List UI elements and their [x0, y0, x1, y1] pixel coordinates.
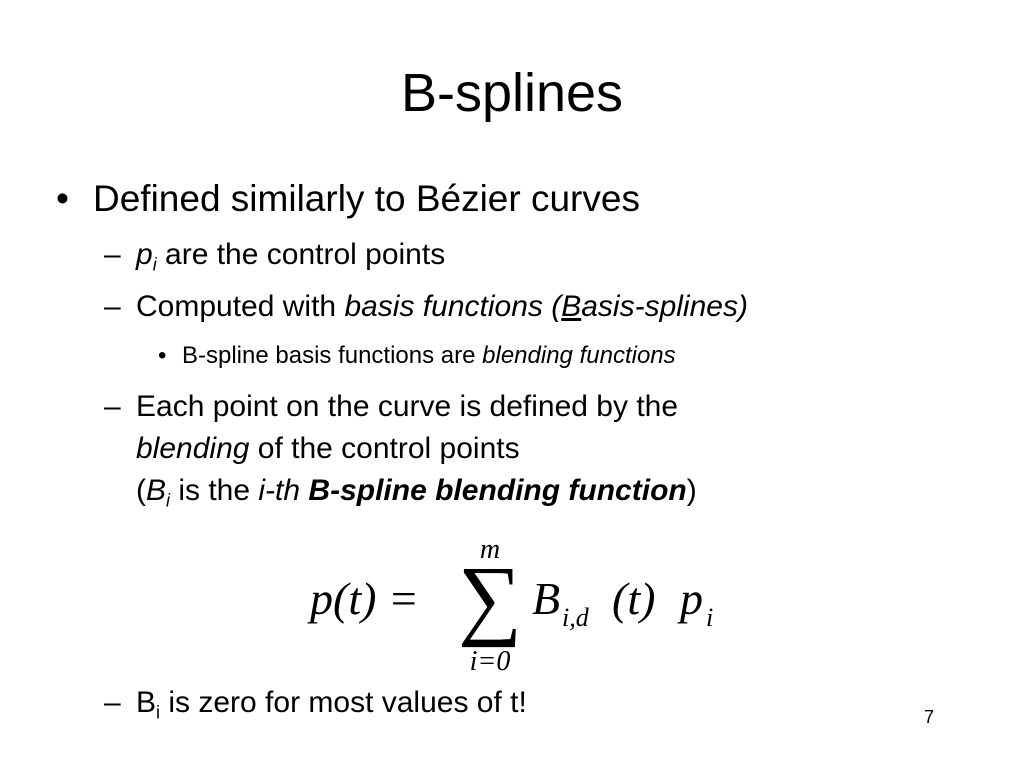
subscript-i: i: [152, 254, 157, 275]
bold-bspline-blending-function: B-spline blending function: [308, 474, 687, 507]
bullet-marker: •: [56, 178, 69, 219]
subbullet-each-point: –Each point on the curve is defined by t…: [104, 392, 678, 422]
paren-open: (: [136, 474, 146, 507]
subbullet-basis-functions: –Computed with basis functions (Basis-sp…: [104, 292, 748, 322]
slide-title: B-splines: [400, 63, 624, 123]
formula-argument: (t): [612, 573, 655, 624]
bullet-text: Defined similarly to Bézier curves: [93, 178, 640, 219]
bspline-formula: p(t) = m ∑ i=0 B i,d (t) p i: [307, 534, 713, 677]
dash-marker: –: [104, 390, 121, 423]
italic-blending: blending: [136, 432, 250, 465]
dash-marker: –: [104, 686, 121, 719]
subbullet-line1: Each point on the curve is defined by th…: [136, 390, 679, 423]
paren-close: ): [686, 474, 697, 507]
var-b: B: [136, 686, 157, 719]
page-number: 7: [924, 707, 935, 727]
point-blending-functions: • B-spline basis functions are blending f…: [158, 344, 676, 368]
var-b: B: [146, 474, 167, 507]
line3-mid: is the: [170, 474, 259, 507]
dash-marker: –: [104, 238, 121, 271]
point-lead: B-spline basis functions are: [182, 342, 483, 369]
bullet-marker: •: [158, 342, 167, 369]
formula-lower-limit: i=0: [470, 646, 511, 677]
formula-upper-limit: m: [480, 534, 500, 565]
formula-basis: B: [532, 573, 560, 624]
subbullet-each-point-line3: (Bi is the i-th B-spline blending functi…: [136, 474, 697, 510]
subbullet-bi-zero: –Bi is zero for most values of t!: [104, 686, 527, 722]
subbullet-control-points: –pi are the control points: [104, 238, 446, 274]
subscript-i: i: [166, 490, 171, 511]
formula-lhs: p(t) =: [307, 573, 419, 624]
subbullet-lead: Computed with: [136, 290, 345, 323]
subbullet-each-point-line2: blending of the control points: [136, 434, 520, 464]
italic-i-th: i-th: [258, 474, 301, 507]
summation-icon: ∑: [458, 549, 522, 648]
bullet-defined-similarly: • Defined similarly to Bézier curves: [56, 180, 640, 217]
subscript-i: i: [156, 702, 161, 723]
subbullet-text: are the control points: [156, 238, 446, 271]
subbullet-text: is zero for most values of t!: [160, 686, 527, 719]
italic-basis-functions: basis functions (: [344, 290, 562, 323]
underlined-b: B: [561, 290, 582, 323]
formula-point: p: [677, 573, 703, 624]
italic-asis-splines: asis-splines): [581, 290, 748, 323]
formula-point-subscript: i: [706, 603, 713, 632]
dash-marker: –: [104, 290, 121, 323]
var-p: p: [136, 238, 153, 271]
italic-blending-functions: blending functions: [482, 342, 676, 369]
formula-basis-subscript: i,d: [562, 603, 590, 632]
line2-rest: of the control points: [249, 432, 520, 465]
